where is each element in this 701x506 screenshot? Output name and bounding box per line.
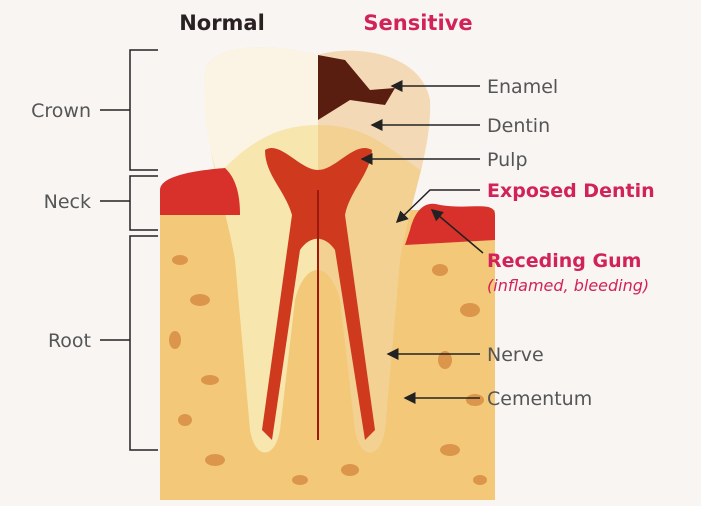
header-sensitive: Sensitive — [363, 11, 472, 35]
region-brackets — [100, 49, 158, 451]
decay-cavity — [318, 55, 395, 120]
label-neck: Neck — [44, 191, 91, 213]
label-receding-gum: Receding Gum — [487, 250, 641, 272]
label-pulp: Pulp — [487, 149, 528, 171]
label-nerve: Nerve — [487, 344, 544, 366]
label-crown: Crown — [31, 100, 91, 122]
header-normal: Normal — [179, 11, 265, 35]
pointer-lines — [360, 80, 484, 404]
gum-left — [160, 168, 240, 215]
label-receding-gum-note: (inflamed, bleeding) — [487, 276, 649, 295]
label-root: Root — [48, 330, 91, 352]
bone-pores — [169, 255, 487, 485]
label-cementum: Cementum — [487, 388, 592, 410]
label-exposed-dentin: Exposed Dentin — [487, 180, 655, 202]
label-enamel: Enamel — [487, 76, 558, 98]
tooth-enamel — [203, 47, 431, 175]
label-dentin: Dentin — [487, 115, 550, 137]
